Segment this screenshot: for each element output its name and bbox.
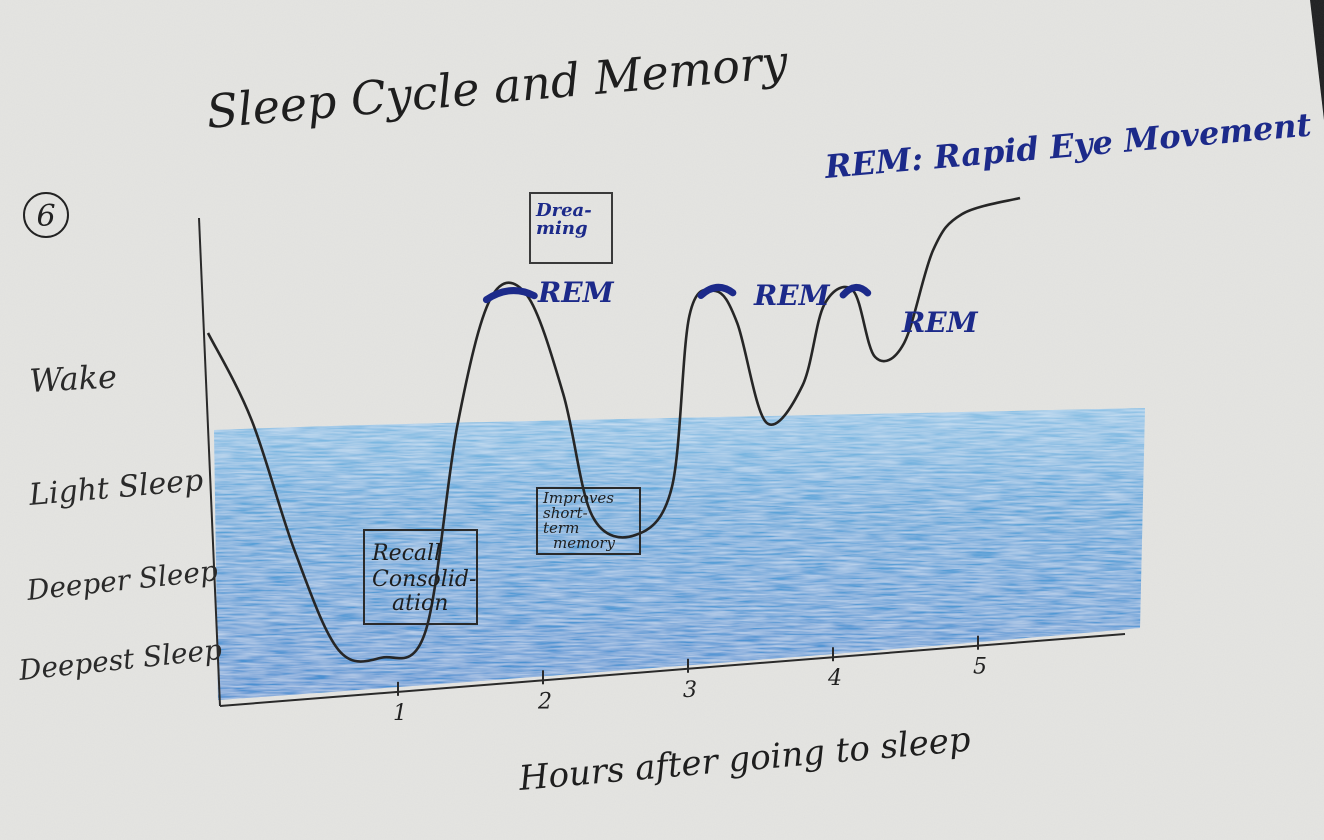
y-axis-line	[198, 217, 221, 707]
x-tick-label: 1	[393, 701, 407, 726]
recall-consolidation-note: Recall Consolid- ation	[363, 529, 483, 625]
rem-peak-mark	[697, 283, 737, 299]
dreaming-text-line: ming	[536, 218, 588, 239]
x-tick-label: 4	[827, 666, 842, 691]
dreaming-text: Drea- ming	[535, 200, 598, 239]
sleep-zone-shading	[214, 408, 1145, 700]
page-number-circle	[23, 192, 69, 238]
recall-text-line: Recall	[371, 541, 441, 566]
rem-highlight-marks	[482, 283, 872, 304]
recall-text-line: ation	[392, 591, 448, 616]
x-tick-label: 2	[537, 689, 552, 714]
memory-box	[536, 487, 641, 555]
dreaming-box	[529, 192, 613, 264]
sleep-cycle-curve	[206, 196, 1021, 663]
memory-text-line: term	[543, 519, 579, 537]
dreaming-text-line: Drea-	[535, 200, 592, 221]
x-tick-label: 5	[973, 655, 987, 680]
rem-peak-mark	[839, 283, 872, 299]
rem-peak-mark	[482, 287, 538, 304]
sleep-curve-layer	[206, 196, 1021, 663]
rem-label-1: REM	[537, 276, 615, 309]
memory-text-line: memory	[553, 534, 616, 552]
x-axis-ticks: 1 2 3 4 5	[393, 635, 987, 726]
x-tick-label: 3	[683, 678, 697, 703]
page-number: 6	[36, 199, 55, 234]
memory-text: Improves short- term memory	[542, 489, 619, 552]
page-number-badge: 6	[23, 192, 69, 238]
rem-label-2: REM	[753, 279, 831, 312]
recall-text-line: Consolid-	[372, 567, 476, 592]
memory-text-line: Improves	[542, 489, 614, 507]
recall-text: Recall Consolid- ation	[371, 541, 483, 616]
recall-box	[363, 529, 478, 625]
memory-text-line: short-	[543, 504, 588, 522]
y-label-wake: Wake	[28, 357, 117, 400]
dreaming-note: Drea- ming	[529, 192, 613, 264]
x-axis-line	[219, 633, 1126, 707]
short-term-memory-note: Improves short- term memory	[536, 487, 641, 555]
rem-label-3: REM	[901, 306, 979, 339]
